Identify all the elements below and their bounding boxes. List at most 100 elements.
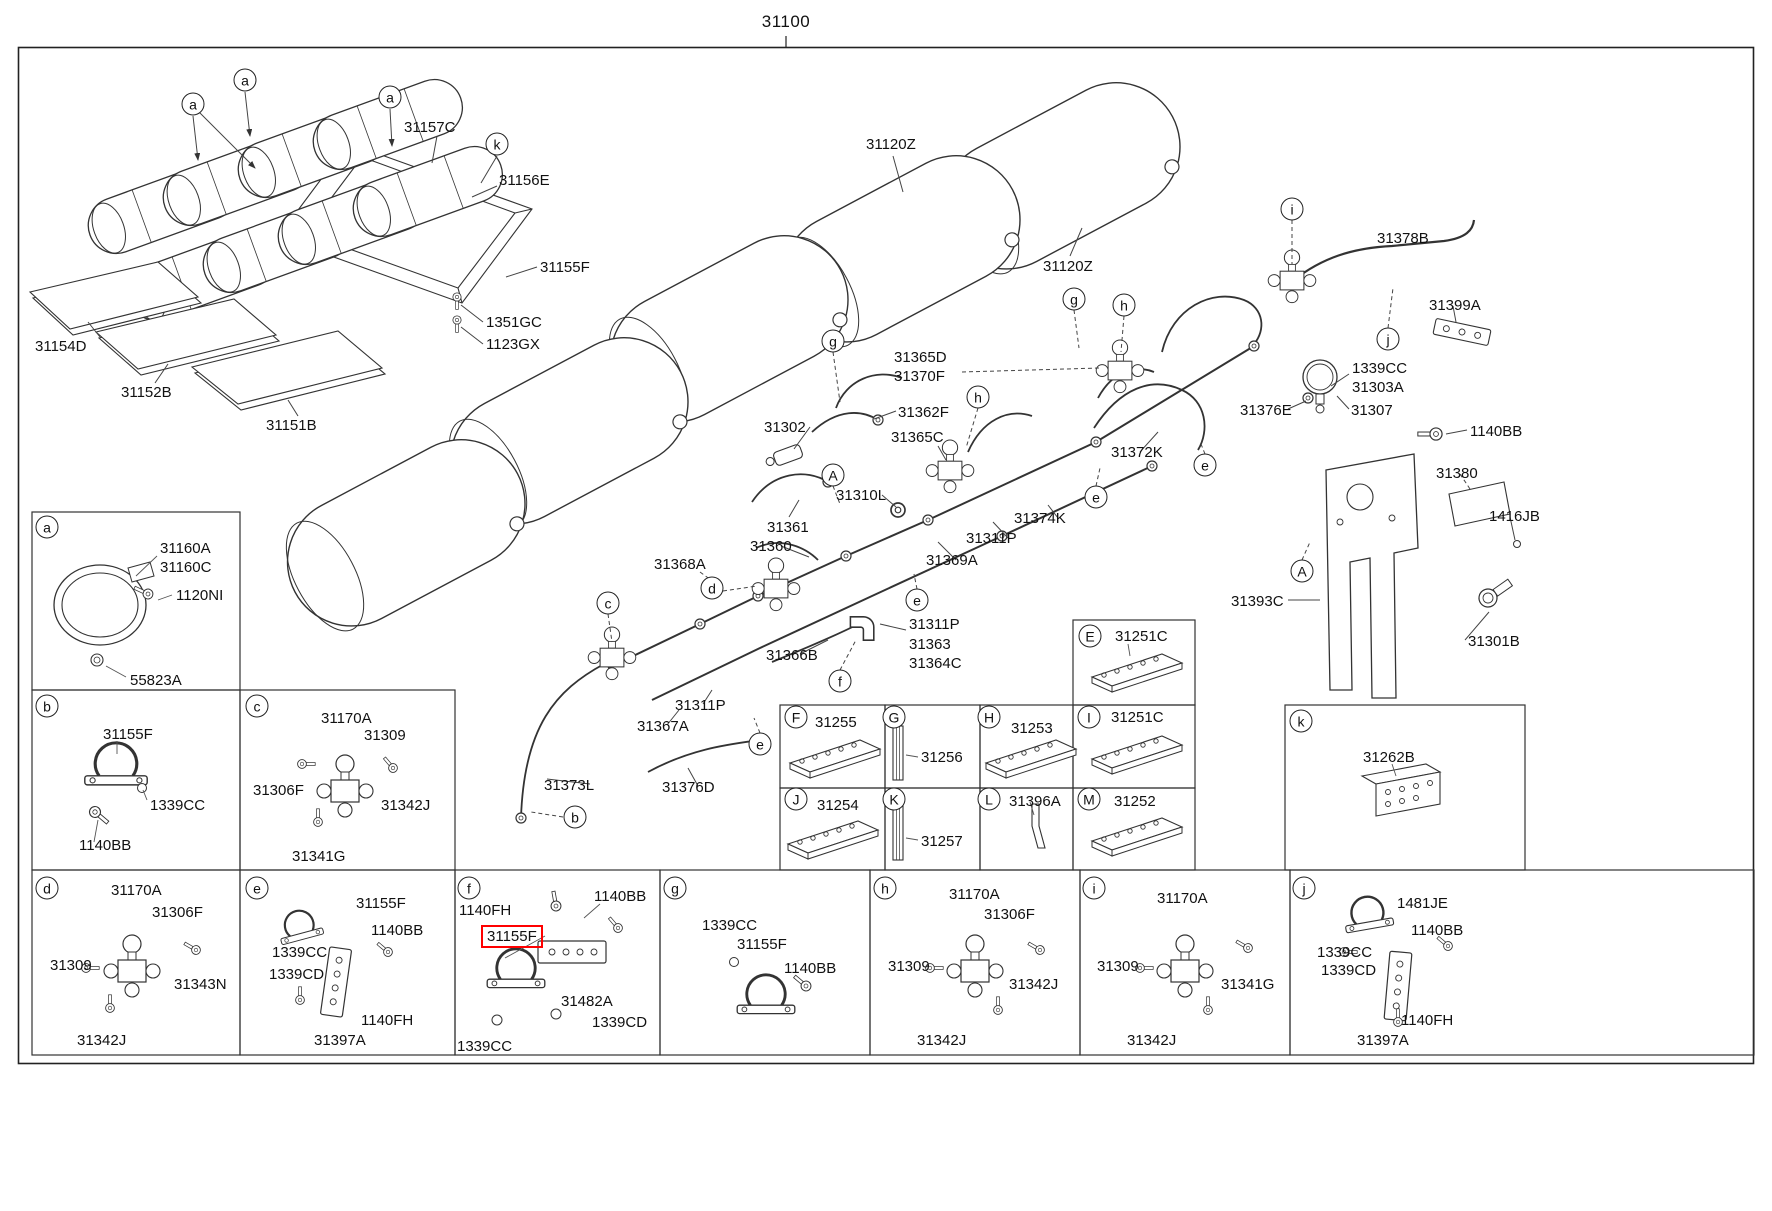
part-label-31120Z[interactable]: 31120Z [866,136,916,153]
part-label-31155F[interactable]: 31155F [481,925,543,949]
part-label-31342J[interactable]: 31342J [1009,976,1059,993]
part-label-31367A[interactable]: 31367A [637,718,689,735]
part-label-31252[interactable]: 31252 [1114,793,1156,810]
part-label-31343N[interactable]: 31343N [174,976,227,993]
part-label-31302[interactable]: 31302 [764,419,806,436]
part-label-31160C[interactable]: 31160C [160,559,212,576]
part-label-31309[interactable]: 31309 [888,958,930,975]
part-label-1339CC[interactable]: 1339CC [702,917,758,934]
part-label-31262B[interactable]: 31262B [1363,749,1415,766]
part-label-31303A[interactable]: 31303A [1352,379,1404,396]
part-label-31396A[interactable]: 31396A [1009,793,1061,810]
part-label-31170A[interactable]: 31170A [111,882,162,899]
part-label-31251C[interactable]: 31251C [1111,709,1164,726]
part-label-31257[interactable]: 31257 [921,833,963,850]
part-label-1416JB[interactable]: 1416JB [1489,508,1540,525]
part-label-31157C[interactable]: 31157C [404,119,456,136]
part-label-1351GC[interactable]: 1351GC [486,314,542,331]
part-label-31151B[interactable]: 31151B [266,417,317,434]
part-label-31256[interactable]: 31256 [921,749,963,766]
part-label-31309[interactable]: 31309 [50,957,92,974]
part-label-1120NI[interactable]: 1120NI [176,587,224,604]
part-label-31155F[interactable]: 31155F [356,895,406,912]
part-label-31399A[interactable]: 31399A [1429,297,1481,314]
part-label-31255[interactable]: 31255 [815,714,857,731]
part-label-31364C[interactable]: 31364C [909,655,962,672]
part-label-55823A[interactable]: 55823A [130,672,182,689]
part-label-31309[interactable]: 31309 [1097,958,1139,975]
part-label-1481JE[interactable]: 1481JE [1397,895,1448,912]
part-label-31170A[interactable]: 31170A [321,710,372,727]
part-label-1140BB[interactable]: 1140BB [1411,922,1464,939]
part-label-1140BB[interactable]: 1140BB [371,922,424,939]
part-label-31254[interactable]: 31254 [817,797,859,814]
part-label-31341G[interactable]: 31341G [1221,976,1275,993]
part-label-1339CC[interactable]: 1339CC [272,944,328,961]
part-label-31311P[interactable]: 31311P [909,616,960,633]
part-label-31373L[interactable]: 31373L [544,777,595,794]
part-label-31309[interactable]: 31309 [364,727,406,744]
part-label-31160A[interactable]: 31160A [160,540,211,557]
part-label-31372K[interactable]: 31372K [1111,444,1163,461]
part-label-1339CC[interactable]: 1339CC [457,1038,513,1055]
part-label-1140FH[interactable]: 1140FH [1401,1012,1454,1029]
part-label-1339CD[interactable]: 1339CD [592,1014,648,1031]
part-label-31360[interactable]: 31360 [750,538,792,555]
part-label-1339CC[interactable]: 1339CC [1317,944,1373,961]
part-label-31170A[interactable]: 31170A [1157,890,1208,907]
part-label-31397A[interactable]: 31397A [314,1032,366,1049]
callout-a: a [378,85,402,109]
part-label-1140FH[interactable]: 1140FH [361,1012,414,1029]
part-label-31341G[interactable]: 31341G [292,848,346,865]
part-label-31311P[interactable]: 31311P [675,697,726,714]
part-label-31368A[interactable]: 31368A [654,556,706,573]
part-label-31120Z[interactable]: 31120Z [1043,258,1093,275]
part-label-31365D[interactable]: 31365D [894,349,947,366]
part-label-31363[interactable]: 31363 [909,636,951,653]
part-label-31361[interactable]: 31361 [767,519,809,536]
part-label-31369A[interactable]: 31369A [926,552,978,569]
part-label-31306F[interactable]: 31306F [253,782,304,799]
part-label-31311P[interactable]: 31311P [966,530,1017,547]
part-label-1339CD[interactable]: 1339CD [1321,962,1377,979]
part-label-1140FH[interactable]: 1140FH [459,902,512,919]
part-label-31342J[interactable]: 31342J [1127,1032,1177,1049]
part-label-31376D[interactable]: 31376D [662,779,715,796]
part-label-31306F[interactable]: 31306F [984,906,1035,923]
part-label-31155F[interactable]: 31155F [737,936,787,953]
part-label-31156E[interactable]: 31156E [499,172,550,189]
part-label-31253[interactable]: 31253 [1011,720,1053,737]
part-label-1339CC[interactable]: 1339CC [150,797,206,814]
part-label-31370F[interactable]: 31370F [894,368,945,385]
part-label-31301B[interactable]: 31301B [1468,633,1520,650]
part-label-31342J[interactable]: 31342J [381,797,431,814]
part-label-31378B[interactable]: 31378B [1377,230,1429,247]
part-label-1140BB[interactable]: 1140BB [594,888,647,905]
part-label-31393C[interactable]: 31393C [1231,593,1284,610]
part-label-1140BB[interactable]: 1140BB [784,960,837,977]
part-label-31366B[interactable]: 31366B [766,647,818,664]
part-label-31155F[interactable]: 31155F [540,259,590,276]
part-label-31376E[interactable]: 31376E [1240,402,1292,419]
part-label-1140BB[interactable]: 1140BB [1470,423,1523,440]
part-label-31342J[interactable]: 31342J [77,1032,127,1049]
part-label-31154D[interactable]: 31154D [35,338,87,355]
part-label-31155F[interactable]: 31155F [103,726,153,743]
part-label-31310L[interactable]: 31310L [836,487,887,504]
part-label-31365C[interactable]: 31365C [891,429,944,446]
part-label-1339CD[interactable]: 1339CD [269,966,325,983]
part-label-31362F[interactable]: 31362F [898,404,949,421]
part-label-31306F[interactable]: 31306F [152,904,203,921]
part-label-31397A[interactable]: 31397A [1357,1032,1409,1049]
part-label-31342J[interactable]: 31342J [917,1032,967,1049]
part-label-31307[interactable]: 31307 [1351,402,1393,419]
part-label-31380[interactable]: 31380 [1436,465,1478,482]
part-label-1140BB[interactable]: 1140BB [79,837,132,854]
part-label-31152B[interactable]: 31152B [121,384,172,401]
part-label-31374K[interactable]: 31374K [1014,510,1066,527]
part-label-1339CC[interactable]: 1339CC [1352,360,1408,377]
part-label-1123GX[interactable]: 1123GX [486,336,540,353]
part-label-31251C[interactable]: 31251C [1115,628,1168,645]
part-label-31482A[interactable]: 31482A [561,993,613,1010]
part-label-31170A[interactable]: 31170A [949,886,1000,903]
